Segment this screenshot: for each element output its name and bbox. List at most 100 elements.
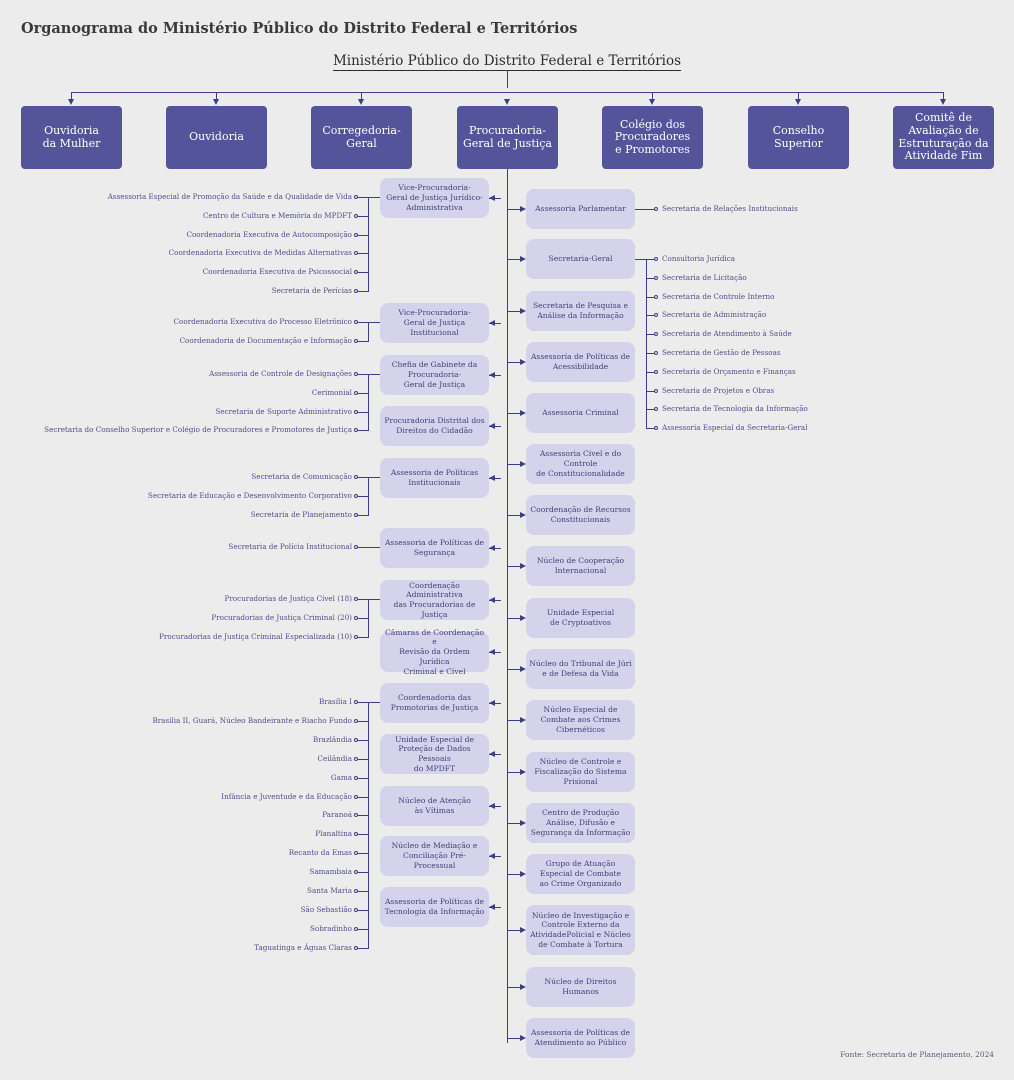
left-connector — [489, 806, 501, 807]
right-sub-unit: Assessoria Especial da Secretaria-Geral — [662, 423, 808, 433]
child-tick — [358, 739, 368, 741]
child-tick — [358, 872, 368, 874]
child-bus-line — [368, 599, 369, 638]
node-dot-icon — [354, 493, 358, 498]
right-connector — [508, 566, 520, 567]
child-tick — [646, 353, 656, 354]
child-tick — [646, 315, 656, 317]
right-unit-11: Núcleo Especial de Combate aos Crimes Ci… — [526, 700, 635, 740]
left-unit-9: Coordenadoria das Promotorias de Justiça — [380, 683, 489, 723]
child-tick — [358, 392, 368, 394]
node-dot-icon — [354, 756, 358, 761]
right-unit-12: Núcleo de Controle e Fiscalização do Sis… — [526, 752, 635, 792]
left-sub-unit: Ceilândia — [317, 753, 352, 763]
child-tick — [646, 390, 656, 392]
top-drop-line — [216, 92, 217, 100]
node-dot-icon — [354, 195, 358, 199]
child-tick — [358, 636, 368, 638]
right-connector — [508, 413, 520, 414]
left-sub-unit: Gama — [330, 772, 352, 782]
right-sub-unit: Secretaria de Administração — [662, 310, 767, 320]
node-dot-icon — [354, 320, 358, 324]
right-connector — [508, 362, 520, 363]
right-sub-unit: Secretaria de Atendimento à Saúde — [662, 329, 792, 339]
child-tick — [358, 720, 368, 722]
child-tick — [358, 909, 368, 911]
right-sub-unit: Secretaria de Relações Institucionais — [662, 204, 798, 213]
child-tick — [358, 815, 368, 817]
left-unit-3: Chefia de Gabinete da Procuradoria- Gera… — [380, 355, 489, 395]
node-dot-icon — [354, 870, 358, 875]
left-unit-5: Assessoria de Políticas Institucionais — [380, 458, 489, 498]
top-drop-line — [798, 92, 799, 100]
top-drop-line — [71, 92, 72, 100]
left-unit-7: Coordenação Administrativa das Procurado… — [380, 580, 489, 620]
right-connector — [508, 720, 520, 721]
child-tick — [358, 322, 368, 323]
arrow-icon — [520, 769, 526, 775]
left-sub-unit: Brasília I — [319, 697, 352, 706]
node-dot-icon — [654, 207, 658, 211]
node-dot-icon — [654, 426, 658, 431]
top-branch-line — [71, 92, 943, 93]
node-dot-icon — [654, 275, 658, 280]
arrow-icon — [489, 545, 495, 551]
left-connector — [489, 548, 501, 549]
arrow-icon — [520, 563, 526, 569]
child-tick — [358, 547, 368, 548]
right-connector — [508, 930, 520, 931]
right-connector — [508, 823, 520, 824]
left-sub-unit: Coordenadoria Executiva de Medidas Alter… — [168, 248, 352, 258]
node-dot-icon — [354, 775, 358, 780]
top-drop-line — [361, 92, 362, 100]
left-unit-12: Núcleo de Mediação e Conciliação Pré-Pro… — [380, 836, 489, 876]
left-unit-11: Núcleo de Atenção às Vítimas — [380, 786, 489, 826]
left-sub-unit: Planaltina — [315, 829, 352, 839]
arrow-icon — [520, 820, 526, 826]
arrow-icon — [520, 1035, 526, 1041]
top-unit-7: Comitê de Avaliação de Estruturação da A… — [893, 106, 994, 169]
left-sub-unit: São Sebastião — [300, 904, 352, 914]
left-connector — [489, 600, 501, 601]
node-dot-icon — [354, 794, 358, 799]
left-sub-unit: Santa Maria — [307, 886, 352, 895]
node-dot-icon — [354, 372, 358, 376]
right-sub-unit: Secretaria de Tecnologia da Informação — [662, 404, 808, 414]
node-dot-icon — [654, 294, 658, 299]
node-dot-icon — [354, 251, 358, 256]
node-dot-icon — [354, 390, 358, 395]
node-dot-icon — [354, 926, 358, 931]
node-dot-icon — [354, 615, 358, 620]
right-unit-16: Núcleo de Direitos Humanos — [526, 967, 635, 1007]
top-unit-3: Corregedoria-Geral — [311, 106, 412, 169]
node-dot-icon — [354, 428, 358, 433]
node-dot-icon — [354, 718, 358, 723]
child-tick — [358, 272, 368, 274]
node-dot-icon — [354, 213, 358, 218]
arrow-icon — [489, 853, 495, 859]
node-dot-icon — [354, 851, 358, 856]
arrow-icon — [520, 512, 526, 518]
right-unit-3: Secretaria de Pesquisa e Análise da Info… — [526, 291, 635, 331]
left-unit-6: Assessoria de Políticas de Segurança — [380, 528, 489, 568]
right-unit-7: Coordenação de Recursos Constitucionais — [526, 495, 635, 535]
child-tick — [358, 291, 368, 292]
left-sub-unit: Samambaia — [309, 867, 352, 877]
left-connector — [489, 856, 501, 857]
left-sub-unit: Secretaria de Planejamento — [250, 509, 352, 519]
right-connector — [508, 874, 520, 875]
left-connector — [489, 198, 501, 199]
right-unit-13: Centro de Produção Análise, Difusão e Se… — [526, 803, 635, 843]
right-sub-unit: Secretaria de Gestão de Pessoas — [662, 348, 781, 357]
child-bus-line — [368, 374, 369, 432]
child-bus-line — [368, 197, 369, 292]
left-sub-unit: Sobradinho — [309, 923, 352, 933]
child-tick — [358, 374, 368, 375]
node-dot-icon — [354, 512, 358, 517]
right-unit-14: Grupo de Atuação Especial de Combate ao … — [526, 854, 635, 894]
left-connector — [489, 478, 501, 479]
arrow-icon — [489, 372, 495, 378]
child-tick — [358, 340, 368, 342]
node-dot-icon — [654, 351, 658, 355]
top-drop-line — [943, 92, 944, 100]
